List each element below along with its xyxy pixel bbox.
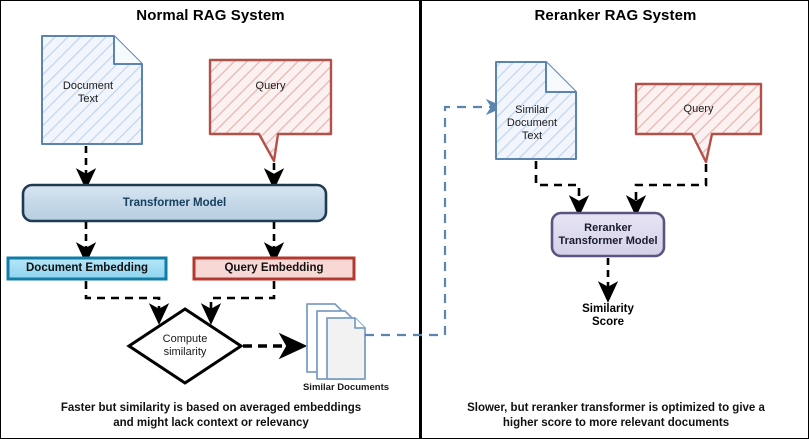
- document-embedding-shape: [6, 256, 168, 281]
- panel-title-left: Normal RAG System: [136, 7, 285, 24]
- compute-similarity-shape: [126, 307, 244, 385]
- query-bubble-shape: [208, 58, 333, 163]
- query-embedding-shape: [192, 256, 356, 281]
- similar-documents-shape: [306, 303, 366, 380]
- similar-document-text-shape: [495, 61, 577, 160]
- caption-right: Slower, but reranker transformer is opti…: [467, 402, 765, 429]
- document-text-shape: [41, 35, 143, 145]
- connector-query-embedding-to-diamond: [200, 281, 276, 325]
- connector-similar-documents-to-right-panel: [365, 98, 505, 337]
- query-bubble-shape-right: [634, 82, 763, 164]
- connector-doc-embedding-to-diamond: [84, 281, 170, 325]
- connector-query-to-reranker: [625, 164, 708, 217]
- panel-title-right: Reranker RAG System: [534, 7, 697, 24]
- caption-left: Faster but similarity is based on averag…: [60, 402, 362, 429]
- transformer-model-shape: [21, 183, 328, 223]
- reranker-transformer-model-shape: [550, 211, 666, 258]
- connector-similar-doc-to-reranker: [534, 161, 590, 217]
